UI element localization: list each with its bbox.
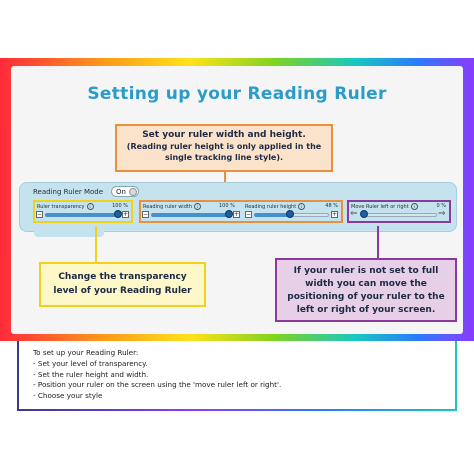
callout-transparency: Change the transparency level of your Re…: [39, 262, 206, 307]
ruler-width-increase-button[interactable]: +: [233, 211, 240, 218]
reading-ruler-mode-label: Reading Ruler Mode: [33, 188, 104, 196]
reading-ruler-toolbar: Reading Ruler Mode On Ruler transparency…: [19, 182, 457, 232]
instructions-list: - Set your level of transparency. - Set …: [33, 359, 281, 401]
transparency-decrease-button[interactable]: −: [36, 211, 43, 218]
ruler-height-increase-button[interactable]: +: [331, 211, 338, 218]
transparency-value: 100 %: [112, 203, 128, 209]
transparency-slider-track[interactable]: [45, 213, 119, 217]
instructions-frame: To set up your Reading Ruler: - Set your…: [17, 341, 457, 411]
callout-move-ruler: If your ruler is not set to full width y…: [275, 258, 457, 322]
info-icon[interactable]: i: [298, 203, 306, 210]
ruler-width-slider-track[interactable]: [151, 213, 229, 217]
instructions-panel: To set up your Reading Ruler: - Set your…: [19, 341, 455, 409]
toggle-knob: [129, 188, 137, 196]
list-item: - Set your level of transparency.: [33, 359, 148, 368]
move-ruler-value: 0 %: [436, 203, 446, 209]
transparency-increase-button[interactable]: +: [122, 211, 129, 218]
ruler-height-slider-track[interactable]: [290, 213, 329, 217]
toggle-label: On: [116, 188, 126, 196]
list-item: - Set the ruler height and width.: [33, 369, 149, 379]
connector-line: [377, 226, 379, 258]
ruler-width-value: 100 %: [219, 203, 235, 209]
ruler-height-slider-fill[interactable]: [254, 213, 290, 217]
ruler-height-value: 48 %: [325, 203, 338, 209]
connector-line: [95, 226, 97, 262]
info-icon[interactable]: i: [194, 203, 202, 210]
ruler-width-slider-thumb[interactable]: [225, 210, 233, 218]
page-title: Setting up your Reading Ruler: [87, 84, 387, 104]
move-left-arrow-icon[interactable]: ⇐: [350, 209, 358, 219]
info-icon[interactable]: i: [410, 203, 418, 210]
move-right-arrow-icon[interactable]: ⇒: [438, 209, 446, 219]
rainbow-frame: Setting up your Reading Ruler Set your r…: [0, 58, 474, 341]
callout-width-height-heading: Set your ruler width and height.: [142, 130, 306, 140]
callout-width-height-note: (Reading ruler height is only applied in…: [126, 142, 322, 162]
callout-width-height: Set your ruler width and height. (Readin…: [115, 124, 333, 172]
ruler-height-slider-thumb[interactable]: [286, 210, 294, 218]
list-item: - Position your ruler on the screen usin…: [33, 380, 282, 389]
instructions-heading: To set up your Reading Ruler:: [33, 348, 139, 357]
toolbar-tab: [34, 231, 104, 237]
reading-ruler-toggle[interactable]: On: [111, 186, 139, 197]
transparency-slider-thumb[interactable]: [114, 210, 122, 218]
list-item: - Choose your style: [33, 390, 103, 400]
ruler-height-decrease-button[interactable]: −: [245, 211, 252, 218]
slide-panel: Setting up your Reading Ruler Set your r…: [11, 66, 463, 334]
move-ruler-slider-track[interactable]: [361, 213, 437, 217]
move-ruler-slider-thumb[interactable]: [360, 210, 368, 218]
ruler-width-decrease-button[interactable]: −: [142, 211, 149, 218]
info-icon[interactable]: i: [86, 203, 94, 210]
